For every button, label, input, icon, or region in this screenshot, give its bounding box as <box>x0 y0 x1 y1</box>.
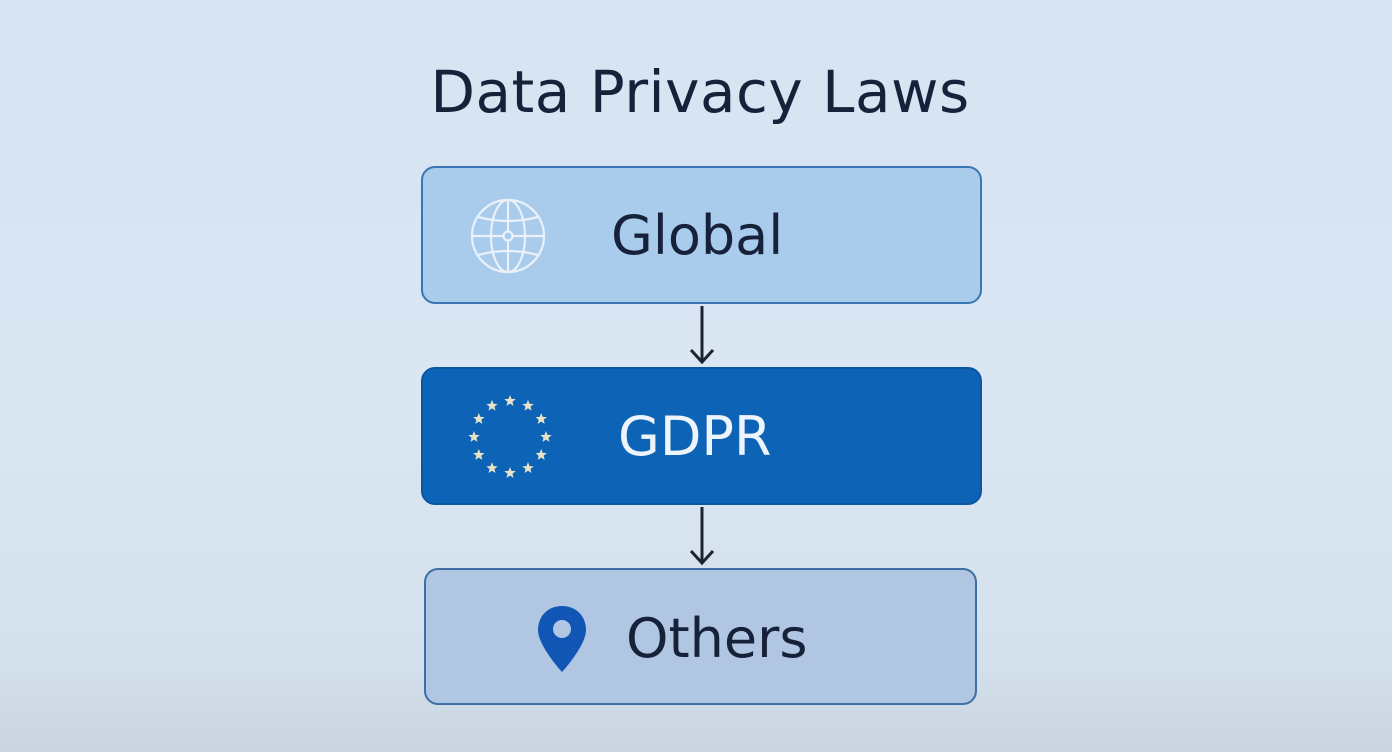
eu-star <box>486 399 498 411</box>
eu-star <box>522 462 534 474</box>
eu-star <box>504 467 516 478</box>
diagram-title: Data Privacy Laws <box>430 58 970 126</box>
arrow-gdpr-to-others <box>689 507 715 566</box>
eu-star <box>473 449 485 460</box>
eu-star <box>468 431 480 442</box>
gdpr-label: GDPR <box>618 405 772 468</box>
eu-stars-icon <box>463 394 557 484</box>
global-box: Global <box>421 166 982 304</box>
gdpr-box: GDPR <box>421 367 982 505</box>
eu-star <box>535 413 547 424</box>
global-label: Global <box>611 204 784 267</box>
eu-star <box>540 431 552 442</box>
eu-star <box>535 449 547 460</box>
location-pin-icon <box>536 604 588 678</box>
eu-star <box>473 413 485 424</box>
arrow-global-to-gdpr <box>689 306 715 365</box>
eu-star <box>486 462 498 474</box>
others-box: Others <box>424 568 977 705</box>
eu-star <box>522 399 534 411</box>
others-label: Others <box>626 607 808 670</box>
eu-star <box>504 395 516 406</box>
globe-icon <box>469 197 547 279</box>
